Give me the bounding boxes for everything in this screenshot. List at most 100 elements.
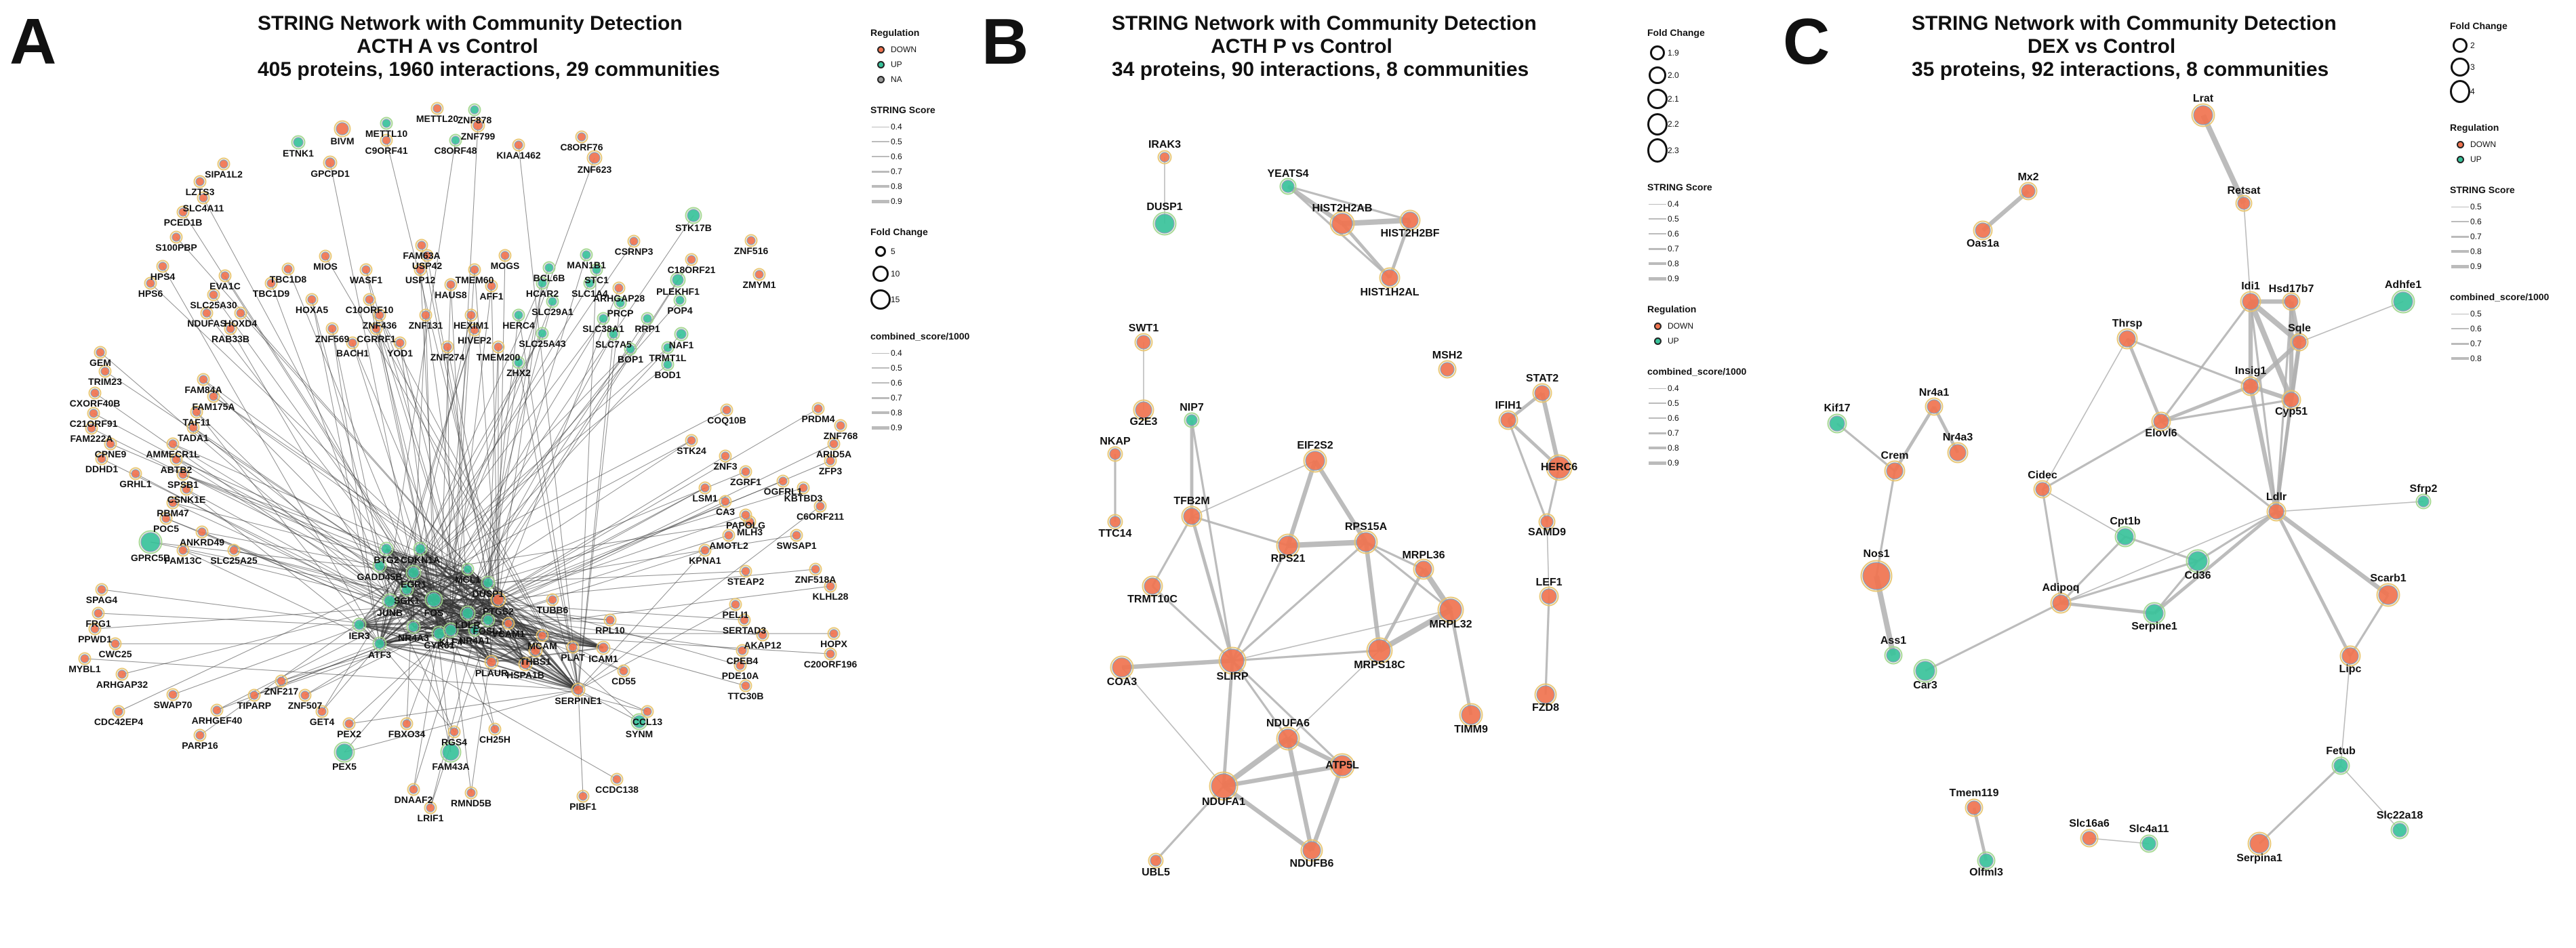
node-label: ZNF274 (430, 352, 465, 363)
node-label: NDUFA6 (1266, 718, 1310, 729)
node-halo (729, 598, 742, 611)
node-coa3 (1112, 657, 1132, 678)
node-label: FAM43A (432, 761, 469, 772)
edge (1285, 460, 1318, 546)
edge (2125, 535, 2198, 562)
node-atf3 (374, 638, 385, 649)
legend-b-score-row: 0.4 (1647, 197, 1763, 211)
node-adipoq (2052, 594, 2070, 612)
node-halo (756, 628, 769, 642)
edge (386, 548, 475, 631)
node-halo (95, 583, 108, 596)
node-label: SLC29A1 (531, 306, 573, 317)
edge (487, 487, 804, 583)
node-label: SWAP70 (154, 699, 193, 710)
edge (2197, 510, 2277, 562)
edge (1232, 649, 1380, 662)
edge (182, 550, 390, 602)
node-halo (88, 622, 102, 636)
edge (1507, 419, 1561, 469)
edge (365, 269, 468, 614)
node-slc29a1 (548, 297, 557, 306)
node-label: VCAM1 (491, 628, 525, 639)
node-arhgap28 (614, 283, 624, 293)
node-label: Slc4a11 (2129, 823, 2169, 835)
edge (379, 569, 468, 644)
node-label: ETNK1 (283, 148, 314, 159)
node-halo (576, 789, 590, 803)
node-label: HOXA5 (296, 304, 328, 315)
node-halo (382, 593, 398, 609)
node-plekhf1 (672, 274, 684, 286)
node-tmem60 (470, 265, 479, 274)
node-slc22a18 (2392, 823, 2407, 838)
node-c18orf21 (687, 255, 696, 264)
node-c10orf10 (365, 295, 374, 304)
node-label: CSNK1E (167, 494, 206, 505)
legend-b-combined: combined_score/1000 0.4 0.5 0.6 0.7 0.8 … (1647, 366, 1763, 470)
edge (450, 284, 468, 614)
node-halo (98, 365, 112, 378)
node-label: PEX5 (332, 761, 357, 772)
node-label: Lipc (2339, 663, 2362, 675)
legend-c-reg-up: UP (2450, 152, 2572, 167)
node-halo (491, 340, 505, 354)
node-label: LZTS3 (186, 186, 215, 197)
node-fam222a (87, 424, 96, 433)
node-halo (2033, 480, 2052, 499)
node-label: PLEKHF1 (656, 286, 700, 297)
node-halo (661, 341, 675, 354)
node-label: SERPINE1 (555, 695, 601, 706)
node-halo (624, 342, 637, 356)
node-label: MAN1B1 (567, 260, 606, 270)
node-pced1b (178, 207, 188, 217)
node-lsm1 (700, 483, 710, 493)
node-label: HIVEP2 (458, 335, 491, 346)
panel-letter-c: C (1783, 5, 1830, 78)
node-cpne9 (106, 439, 115, 449)
node-label: NDUFA1 (1202, 796, 1245, 808)
node-label: PLAUR (475, 667, 508, 678)
node-halo (468, 323, 481, 337)
legend-b-score-row: 0.9 (1647, 271, 1763, 286)
node-label: HEXIM1 (454, 320, 489, 331)
edge (578, 269, 597, 691)
legend-b: Fold Change 1.9 2.0 2.1 2.2 2.3 STRING S… (1647, 27, 1763, 488)
node-label: Mx2 (2017, 171, 2038, 183)
edge (450, 443, 834, 631)
node-label: TMEM60 (456, 274, 494, 285)
node-label: TBC1D8 (270, 274, 307, 285)
legend-c-comb-row: 0.8 (2450, 351, 2572, 366)
node-halo (744, 234, 758, 247)
node-mogs (500, 251, 510, 260)
edge (406, 582, 489, 590)
node-label: HPS4 (150, 271, 176, 282)
node-halo (372, 636, 387, 651)
node-halo (464, 786, 478, 800)
node-mybl1 (80, 654, 89, 663)
edge (1191, 460, 1316, 517)
node-halo (1142, 575, 1163, 597)
node-label: RMND5B (451, 798, 491, 808)
node-halo (169, 230, 183, 244)
node-halo (613, 296, 627, 310)
node-halo (159, 512, 173, 525)
edge (1378, 607, 1452, 653)
node-label: ZFP3 (819, 466, 842, 476)
edge (467, 569, 509, 624)
node-halo (440, 741, 462, 763)
edge (1222, 784, 1313, 852)
node-halo (85, 421, 98, 435)
node-lrat (2193, 105, 2213, 125)
node-car3 (1915, 661, 1935, 681)
node-halo (1107, 446, 1123, 462)
node-halo (518, 657, 533, 672)
node-label: Tmem119 (1950, 787, 1999, 799)
nodes (1107, 150, 1573, 869)
edge (498, 514, 746, 600)
node-hspa1b (520, 659, 531, 669)
node-halo (406, 619, 421, 634)
node-cpt1b (2116, 528, 2134, 545)
node-halo (112, 705, 125, 718)
node-label: PEX2 (337, 728, 361, 739)
